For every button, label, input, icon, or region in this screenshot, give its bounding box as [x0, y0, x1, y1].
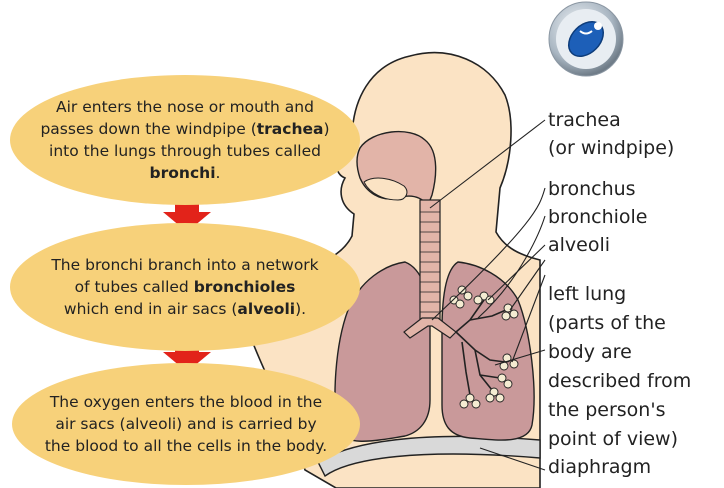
label-left-lung-note: described from: [548, 369, 691, 394]
step-bubble-2: The bronchi branch into a network of tub…: [10, 223, 360, 351]
label-trachea: trachea: [548, 108, 621, 133]
label-left-lung: left lung: [548, 282, 626, 307]
label-bronchus: bronchus: [548, 177, 636, 202]
mouse-cd-icon[interactable]: [549, 2, 623, 76]
label-left-lung-note: the person's: [548, 398, 665, 423]
step-bubble-1: Air enters the nose or mouth and passes …: [10, 75, 360, 205]
step-bubble-3: The oxygen enters the blood in the air s…: [12, 363, 360, 485]
label-trachea-note: (or windpipe): [548, 136, 674, 161]
label-left-lung-note: (parts of the: [548, 311, 666, 336]
label-left-lung-note: point of view): [548, 427, 678, 452]
label-bronchiole: bronchiole: [548, 205, 647, 230]
label-diaphragm: diaphragm: [548, 455, 651, 480]
label-alveoli: alveoli: [548, 233, 610, 258]
label-left-lung-note: body are: [548, 340, 632, 365]
